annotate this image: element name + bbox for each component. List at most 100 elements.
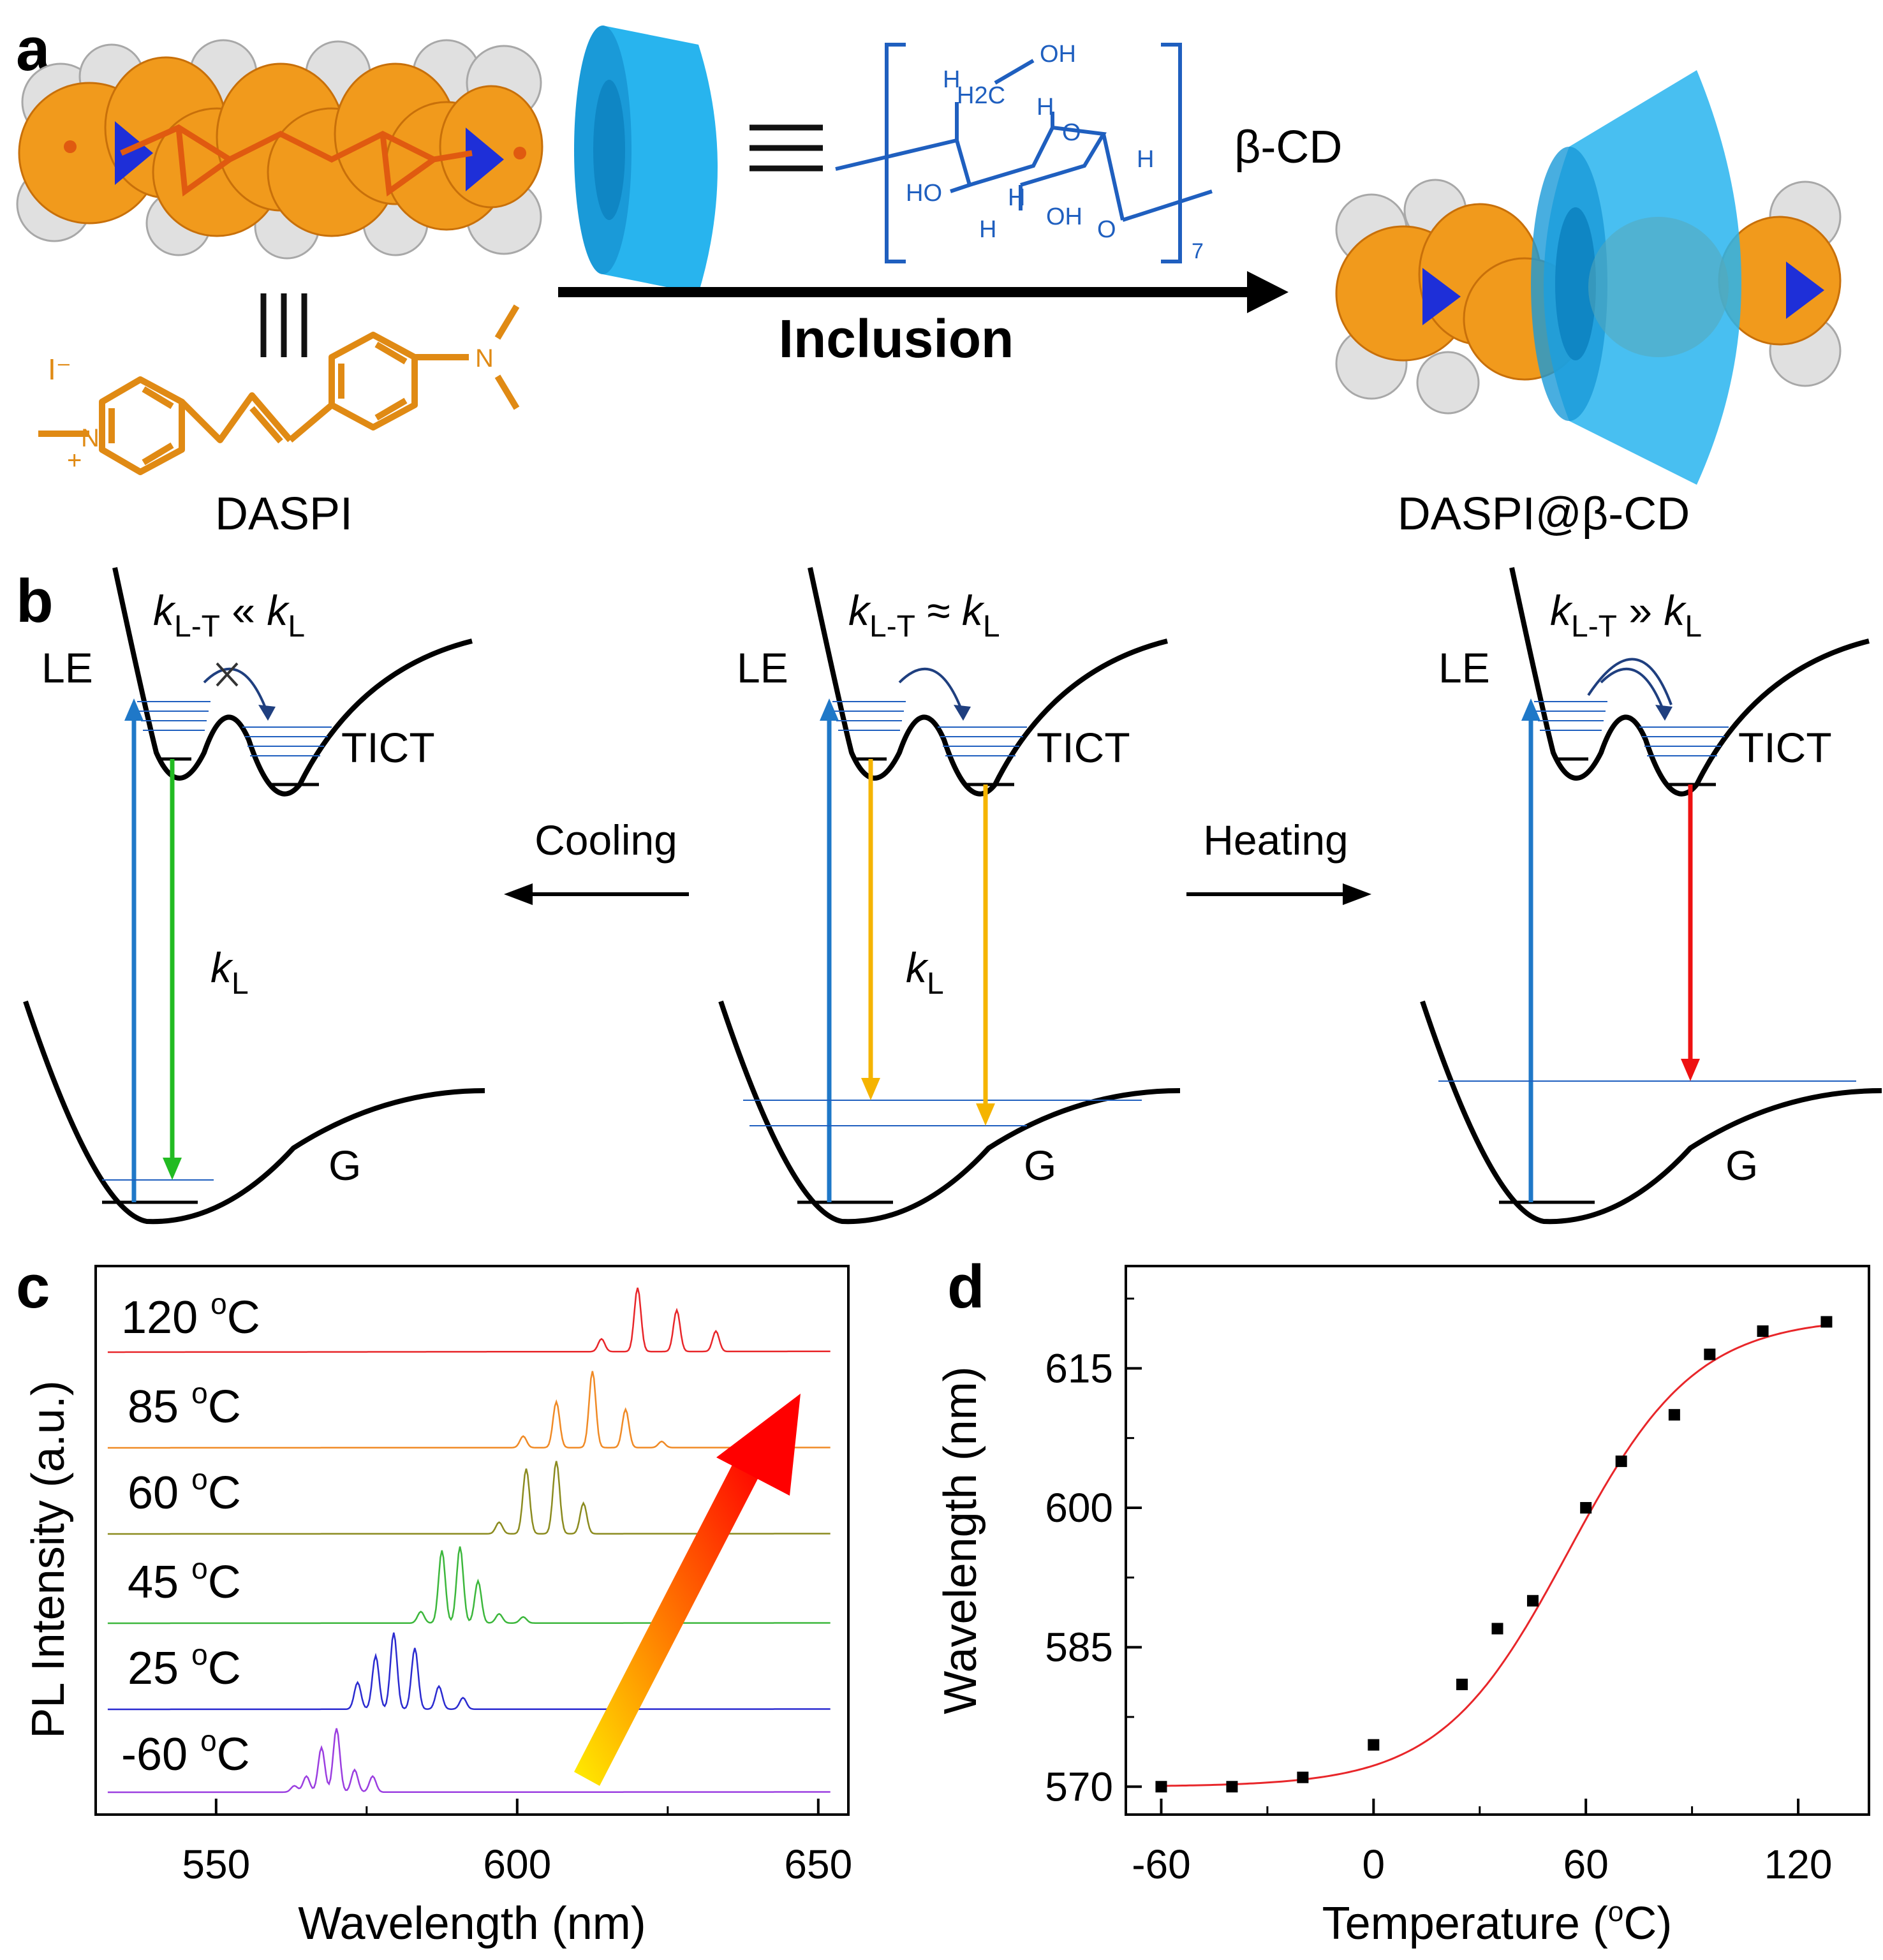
panel-label-d: d	[947, 1253, 985, 1321]
d-y-axis-title: Wavelength (nm)	[935, 1366, 986, 1714]
spectrum-line-5	[107, 1728, 831, 1794]
tict-label: TICT	[1738, 724, 1832, 771]
c-x-tick-label: 600	[483, 1841, 551, 1887]
hop-arrow	[1600, 667, 1666, 715]
complex-model	[1335, 70, 1842, 485]
tict-label: TICT	[341, 724, 435, 771]
inclusion-label: Inclusion	[779, 309, 1014, 369]
equivalence-mark-2	[750, 124, 823, 172]
excitation-arrow-head	[124, 698, 144, 721]
c-x-tick-label: 550	[182, 1841, 250, 1887]
d-y-tick-label: 600	[1045, 1485, 1113, 1531]
blocked-cross-icon	[216, 662, 239, 687]
daspi-structure	[38, 304, 520, 475]
d-data-point	[1757, 1325, 1769, 1337]
heating-label: Heating	[1203, 816, 1348, 864]
hop-arrow-head	[954, 705, 971, 721]
cd-atom-h2c: H2C	[957, 82, 1005, 109]
temperature-label-2: 60 oC	[128, 1463, 241, 1519]
d-data-point	[1615, 1455, 1627, 1468]
spectrum-line-0	[107, 1287, 831, 1353]
daspi-space-filling-model	[16, 39, 543, 260]
spectrum-line-4	[107, 1632, 831, 1711]
guest-label: DASPI	[215, 489, 353, 540]
d-x-tick-label: 60	[1563, 1841, 1609, 1887]
emission-arrow-head	[1681, 1059, 1700, 1081]
le-label: LE	[1438, 644, 1490, 691]
cd-atom-o1: O	[1062, 119, 1081, 146]
d-data-point	[1297, 1771, 1309, 1783]
panel-label-c: c	[16, 1253, 50, 1321]
hop-arrow	[898, 667, 964, 715]
cd-atom-h1: H	[943, 66, 960, 93]
d-fit-curve	[1161, 1324, 1827, 1787]
d-data-point	[1456, 1678, 1468, 1690]
excitation-arrow-head	[1521, 698, 1540, 721]
d-x-tick-label: 120	[1764, 1841, 1833, 1887]
d-data-point	[1580, 1501, 1592, 1514]
energy-diagram-heating: LE TICT GkL-T » kL	[1420, 567, 1882, 1225]
cd-atom-h2: H	[1037, 94, 1054, 121]
beta-cd-glucose-unit	[835, 43, 1213, 263]
rate-relation-label: kL-T » kL	[1550, 587, 1702, 644]
d-x-tick-label: -60	[1132, 1841, 1191, 1887]
cd-atom-oh2: OH	[1046, 203, 1082, 230]
cooling-label: Cooling	[535, 816, 677, 864]
ground-state-curve	[718, 1000, 1181, 1225]
ground-label: G	[329, 1142, 361, 1189]
cd-atom-o2: O	[1097, 216, 1116, 243]
temperature-label-3: 45 oC	[128, 1552, 241, 1608]
hop-arrow-head	[258, 705, 276, 721]
cd-atom-oh1: OH	[1040, 41, 1076, 68]
positive-charge-icon: +	[67, 446, 82, 475]
tict-label: TICT	[1037, 724, 1130, 771]
host-label: β-CD	[1234, 122, 1342, 173]
d-data-point	[1704, 1348, 1716, 1360]
plot-frame-d	[1125, 1265, 1870, 1816]
rate-relation-label: kL-T « kL	[153, 587, 305, 644]
heating-arrow	[1186, 883, 1371, 905]
c-x-tick-label: 650	[784, 1841, 852, 1887]
hop-arrow	[203, 667, 269, 715]
le-label: LE	[41, 644, 93, 691]
ground-label: G	[1725, 1142, 1758, 1189]
d-data-point	[1526, 1595, 1539, 1607]
d-data-point	[1155, 1781, 1167, 1793]
cd-atom-h5: H	[979, 216, 996, 243]
ground-state-curve	[1420, 1000, 1882, 1225]
repeat-subscript: 7	[1192, 239, 1204, 263]
hop-arrow-2	[1587, 658, 1673, 705]
excitation-arrow-head	[820, 698, 839, 721]
amine-n-atom: N	[475, 344, 494, 372]
spectrum-line-1	[107, 1371, 831, 1449]
spectrum-line-3	[107, 1546, 831, 1625]
complex-label: DASPI@β-CD	[1398, 489, 1690, 540]
d-data-point	[1368, 1739, 1380, 1751]
c-y-axis-title: PL Intensity (a.u.)	[23, 1380, 74, 1739]
d-data-point	[1820, 1316, 1833, 1328]
rate-relation-label: kL-T ≈ kL	[848, 587, 1000, 644]
cd-atom-ho: HO	[906, 180, 942, 207]
ground-state-curve	[23, 1000, 485, 1225]
temperature-label-1: 85 oC	[128, 1376, 241, 1433]
temperature-label-0: 120 oC	[121, 1287, 260, 1343]
c-x-axis-title: Wavelength (nm)	[298, 1898, 646, 1949]
emission-rate-label: kL	[906, 944, 944, 1001]
cd-atom-h4: H	[1008, 184, 1025, 211]
panel-label-b: b	[16, 567, 54, 635]
hop-arrow-head	[1655, 705, 1673, 721]
temperature-increase-arrow	[574, 1394, 801, 1786]
d-data-point	[1491, 1623, 1503, 1635]
emission-arrow-head	[861, 1078, 880, 1100]
beta-cd-cone	[574, 26, 718, 293]
ground-label: G	[1024, 1142, 1056, 1189]
d-x-tick-label: 0	[1362, 1841, 1385, 1887]
emission-arrow-head	[163, 1158, 182, 1180]
equivalence-mark	[260, 293, 307, 357]
cd-atom-h3: H	[1137, 146, 1154, 173]
d-y-tick-label: 570	[1045, 1764, 1113, 1809]
